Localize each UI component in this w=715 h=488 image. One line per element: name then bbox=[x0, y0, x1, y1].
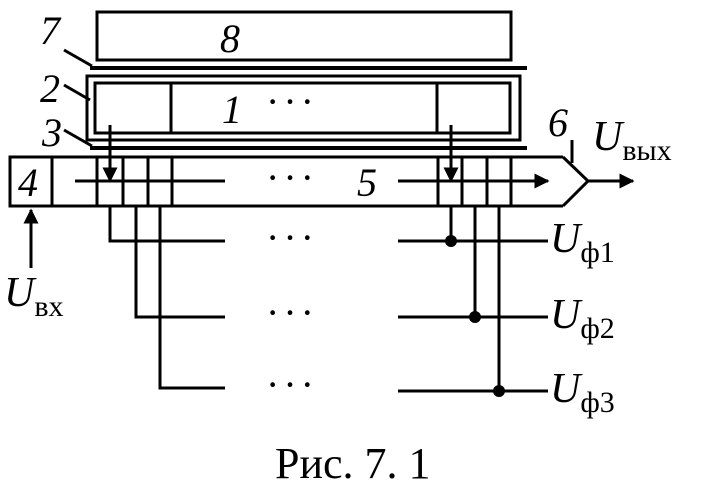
label-u-in: Uвх bbox=[4, 270, 64, 323]
bus-left-3 bbox=[158, 206, 225, 390]
label-8: 8 bbox=[220, 16, 240, 61]
leader-3 bbox=[63, 128, 93, 148]
dots-block-1: ··· bbox=[266, 79, 318, 124]
label-u-f1: Uф1 bbox=[550, 216, 615, 269]
leader-2 bbox=[63, 83, 91, 102]
block-4 bbox=[8, 155, 54, 208]
label-u-f3: Uф3 bbox=[550, 366, 615, 419]
dots-bus-2: ··· bbox=[266, 290, 318, 335]
junction-1 bbox=[445, 235, 457, 247]
block-8 bbox=[95, 10, 513, 62]
dots-line-5: ··· bbox=[266, 155, 318, 200]
junction-2 bbox=[469, 311, 481, 323]
dots-bus-1: ··· bbox=[266, 215, 318, 260]
label-4: 4 bbox=[18, 160, 38, 205]
label-5: 5 bbox=[357, 160, 377, 205]
label-6: 6 bbox=[548, 100, 568, 145]
figure-caption: Рис. 7. 1 bbox=[275, 439, 431, 488]
dots-bus-3: ··· bbox=[266, 362, 318, 407]
label-3: 3 bbox=[41, 110, 62, 155]
block-2-outer bbox=[85, 74, 522, 142]
bus-left-2 bbox=[134, 206, 225, 319]
block-1-inner bbox=[93, 81, 512, 135]
label-7: 7 bbox=[40, 8, 62, 53]
leader-7 bbox=[63, 48, 93, 68]
output-transducer-6 bbox=[561, 155, 591, 208]
label-1: 1 bbox=[222, 87, 242, 132]
label-u-out: Uвых bbox=[592, 114, 672, 167]
label-2: 2 bbox=[40, 66, 60, 111]
junction-3 bbox=[493, 385, 505, 397]
bus-left-1 bbox=[108, 206, 225, 243]
label-u-f2: Uф2 bbox=[550, 292, 615, 345]
